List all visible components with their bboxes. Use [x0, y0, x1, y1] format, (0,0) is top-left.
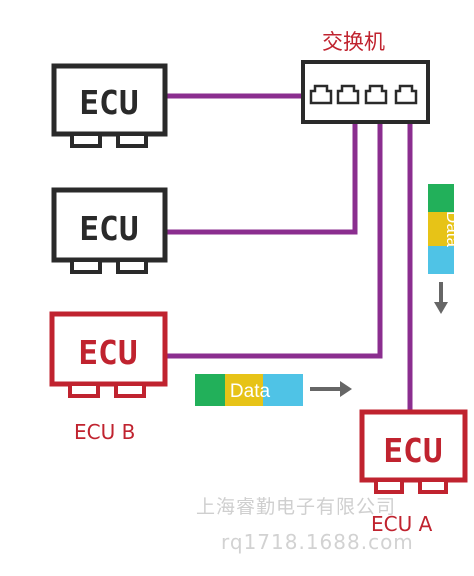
ecu-middle: ECU [51, 187, 168, 274]
ecu-b: ECU [49, 311, 168, 398]
data-packet-horizontal: Data [195, 374, 303, 406]
watermark-company: 上海睿勤电子有限公司 [196, 496, 397, 518]
port-icon [336, 84, 360, 105]
switch [301, 60, 430, 124]
wire-ecu2-switch [165, 96, 358, 235]
ecu-b-label: ECU B [74, 420, 136, 444]
port-icon [364, 84, 388, 105]
watermark-url: rq1718.1688.com [221, 530, 414, 554]
data-packet-vertical: Data [428, 184, 462, 274]
ecu-b-text: ECU [78, 333, 138, 372]
port-icon [309, 84, 333, 105]
ecu-middle-text: ECU [79, 209, 139, 248]
ecu-top-text: ECU [79, 83, 139, 122]
arrow-right-icon [310, 381, 352, 397]
switch-label: 交换机 [322, 30, 385, 54]
ecu-a-label: ECU A [371, 512, 433, 536]
arrow-down-icon [434, 282, 448, 314]
wire-ecub-switch [165, 96, 383, 359]
port-icon [394, 84, 418, 105]
ecu-a: ECU [359, 409, 468, 494]
switch-ports [309, 84, 418, 105]
data-packet-vertical-label: Data [443, 211, 462, 247]
ecu-top: ECU [51, 63, 168, 148]
ecu-a-text: ECU [383, 431, 443, 470]
network-wires [165, 93, 413, 412]
data-packet-horizontal-label: Data [230, 381, 271, 402]
